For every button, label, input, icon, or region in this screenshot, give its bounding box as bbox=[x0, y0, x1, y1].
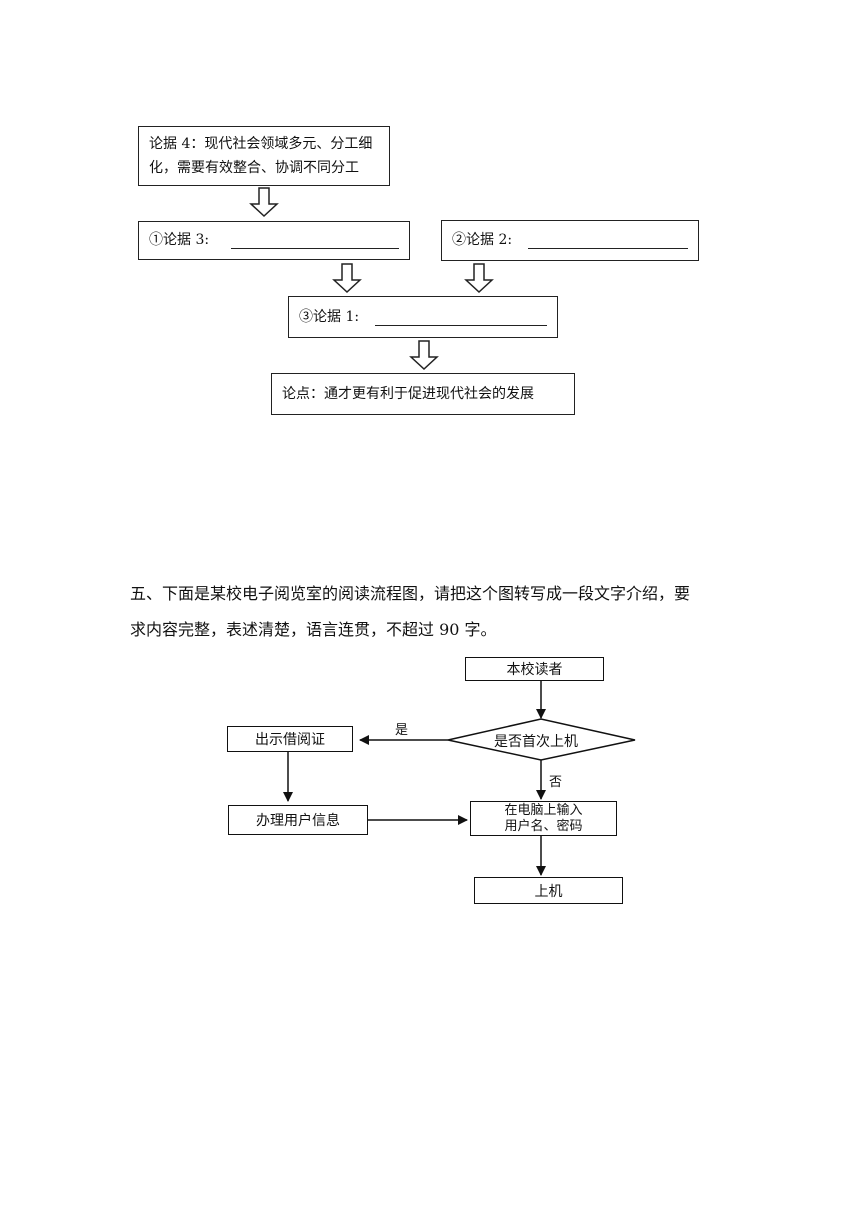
flow-end-box: 上机 bbox=[474, 877, 623, 904]
argument-1-box: ③论据 1: bbox=[288, 296, 558, 338]
thesis-box: 论点：通才更有利于促进现代社会的发展 bbox=[271, 373, 575, 415]
argument-1-blank bbox=[375, 325, 547, 326]
argument-1-label: ③论据 1: bbox=[299, 309, 360, 325]
flow-register-box: 办理用户信息 bbox=[228, 805, 368, 835]
argument-3-blank bbox=[231, 248, 399, 249]
question-line-2: 求内容完整，表述清楚，语言连贯，不超过 90 字。 bbox=[130, 620, 497, 639]
flow-decision-label: 是否首次上机 bbox=[494, 734, 578, 750]
flow-input-line2: 用户名、密码 bbox=[504, 818, 583, 834]
argument-4-box: 论据 4：现代社会领域多元、分工细 化，需要有效整合、协调不同分工 bbox=[138, 126, 390, 186]
argument-4-line2: 化，需要有效整合、协调不同分工 bbox=[149, 160, 359, 176]
flow-show-card-box: 出示借阅证 bbox=[227, 726, 353, 752]
flow-no-label: 否 bbox=[549, 775, 563, 790]
thesis-text: 论点：通才更有利于促进现代社会的发展 bbox=[282, 386, 534, 402]
hollow-down-arrow-icon bbox=[464, 263, 494, 294]
argument-4-line1: 论据 4：现代社会领域多元、分工细 bbox=[149, 136, 373, 152]
flow-yes-label: 是 bbox=[395, 723, 409, 738]
argument-3-box: ①论据 3: bbox=[138, 221, 410, 260]
flow-start-box: 本校读者 bbox=[465, 657, 604, 681]
argument-2-box: ②论据 2: bbox=[441, 220, 699, 261]
hollow-down-arrow-icon bbox=[332, 263, 362, 294]
hollow-down-arrow-icon bbox=[249, 187, 279, 218]
question-line-1: 五、下面是某校电子阅览室的阅读流程图，请把这个图转写成一段文字介绍，要 bbox=[130, 584, 691, 603]
flow-input-line1: 在电脑上输入 bbox=[504, 802, 583, 818]
decision-diamond bbox=[447, 718, 636, 761]
flow-input-box: 在电脑上输入 用户名、密码 bbox=[470, 801, 617, 836]
argument-2-blank bbox=[528, 248, 688, 249]
argument-2-label: ②论据 2: bbox=[452, 232, 513, 248]
hollow-down-arrow-icon bbox=[409, 340, 439, 371]
argument-3-label: ①论据 3: bbox=[149, 232, 210, 248]
